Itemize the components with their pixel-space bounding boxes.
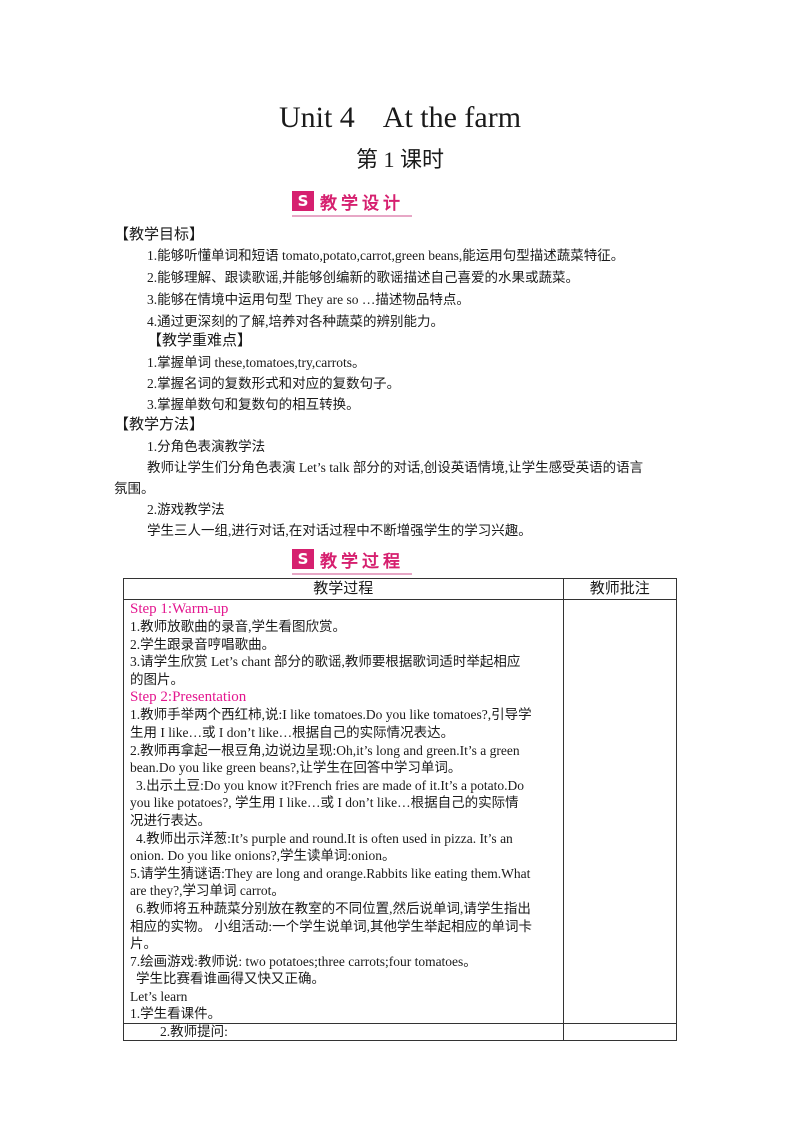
step-line: 2.学生跟录音哼唱歌曲。 (130, 636, 276, 652)
step-line: 1.教师放歌曲的录音,学生看图欣赏。 (130, 619, 346, 634)
step-line: 相应的实物。 小组活动:一个学生说单词,其他学生举起相应的单词卡 (130, 918, 532, 934)
step-line: 1.教师手举两个西红柿,说:I like tomatoes.Do you lik… (130, 707, 532, 723)
section-heading-design: S 教学设计 (292, 188, 412, 217)
step-line: 的图片。 (130, 671, 184, 687)
step-line: 7.绘画游戏:教师说: two potatoes;three carrots;f… (130, 953, 477, 969)
section-label: 教学过程 (320, 551, 404, 572)
step-line: you like potatoes?, 学生用 I like…或 I don’t… (130, 795, 519, 811)
method-description: 教师让学生们分角色表演 Let’s talk 部分的对话,创设英语情境,让学生感… (147, 460, 644, 475)
step-line: 况进行表达。 (130, 812, 211, 828)
unit-name: At the farm (382, 101, 522, 134)
methods-heading: 【教学方法】 (114, 417, 205, 433)
method-description-cont: 氛围。 (114, 481, 155, 496)
column-header-process: 教学过程 (123, 578, 564, 600)
method-title: 1.分角色表演教学法 (147, 439, 266, 454)
notes-cell (562, 1023, 678, 1042)
unit-number: Unit 4 (278, 101, 355, 134)
objectives-heading: 【教学目标】 (114, 227, 205, 243)
step-line: 片。 (130, 936, 157, 952)
step-line: 学生比赛看谁画得又快又正确。 (136, 971, 325, 987)
step-line: 3.出示土豆:Do you know it?French fries are m… (136, 777, 525, 793)
section-label: 教学设计 (320, 193, 404, 214)
step-line: 5.请学生猜谜语:They are long and orange.Rabbit… (130, 865, 531, 881)
key-point-item: 2.掌握名词的复数形式和对应的复数句子。 (147, 376, 401, 391)
step-line: 3.请学生欣赏 Let’s chant 部分的歌谣,教师要根据歌词适时举起相应 (130, 654, 521, 670)
method-title: 2.游戏教学法 (147, 502, 225, 517)
key-point-item: 1.掌握单词 these,tomatoes,try,carrots。 (147, 355, 366, 370)
teaching-process-table: 教学过程 教师批注 Step 1:Warm-up 1.教师放歌曲的录音,学生看图… (123, 578, 678, 1042)
method-description: 学生三人一组,进行对话,在对话过程中不断增强学生的学习兴趣。 (147, 523, 532, 538)
step-line: bean.Do you like green beans?,让学生在回答中学习单… (130, 760, 462, 776)
unit-title: Unit 4 At the farm (0, 100, 800, 136)
key-point-item: 3.掌握单数句和复数句的相互转换。 (147, 397, 360, 412)
step-line: 4.教师出示洋葱:It’s purple and round.It is oft… (136, 830, 513, 846)
step-line: 2.教师再拿起一根豆角,边说边呈现:Oh,it’s long and green… (130, 742, 520, 758)
table-row: 2.教师提问: (123, 1023, 678, 1042)
objective-item: 3.能够在情境中运用句型 They are so …描述物品特点。 (147, 292, 470, 307)
process-cell: 2.教师提问: (123, 1023, 564, 1042)
objective-item: 4.通过更深刻的了解,培养对各种蔬菜的辨别能力。 (147, 314, 444, 329)
section-logo-icon: S (292, 549, 314, 569)
step-line: 生用 I like…或 I don’t like…根据自己的实际情况表达。 (130, 724, 455, 740)
lesson-number: 第 1 课时 (355, 147, 444, 172)
section-heading-process: S 教学过程 (292, 546, 412, 575)
table-row: Step 1:Warm-up 1.教师放歌曲的录音,学生看图欣赏。 2.学生跟录… (123, 598, 678, 1025)
key-points-heading: 【教学重难点】 (147, 333, 253, 349)
objective-item: 1.能够听懂单词和短语 tomato,potato,carrot,green b… (147, 248, 625, 263)
column-header-notes: 教师批注 (562, 578, 678, 600)
process-cell: Step 1:Warm-up 1.教师放歌曲的录音,学生看图欣赏。 2.学生跟录… (123, 598, 564, 1025)
step-line: 6.教师将五种蔬菜分别放在教室的不同位置,然后说单词,请学生指出 (136, 900, 531, 916)
step-heading: Step 1:Warm-up (130, 601, 229, 617)
table-header-row: 教学过程 教师批注 (123, 578, 678, 600)
section-logo-icon: S (292, 191, 314, 211)
step-line: 1.学生看课件。 (130, 1006, 222, 1022)
step-line: Let’s learn (130, 988, 188, 1004)
objective-item: 2.能够理解、跟读歌谣,并能够创编新的歌谣描述自己喜爱的水果或蔬菜。 (147, 270, 579, 285)
step-line: are they?,学习单词 carrot。 (130, 883, 285, 899)
notes-cell (562, 598, 678, 1025)
step-heading: Step 2:Presentation (130, 689, 247, 706)
step-line: onion. Do you like onions?,学生读单词:onion。 (130, 848, 396, 864)
